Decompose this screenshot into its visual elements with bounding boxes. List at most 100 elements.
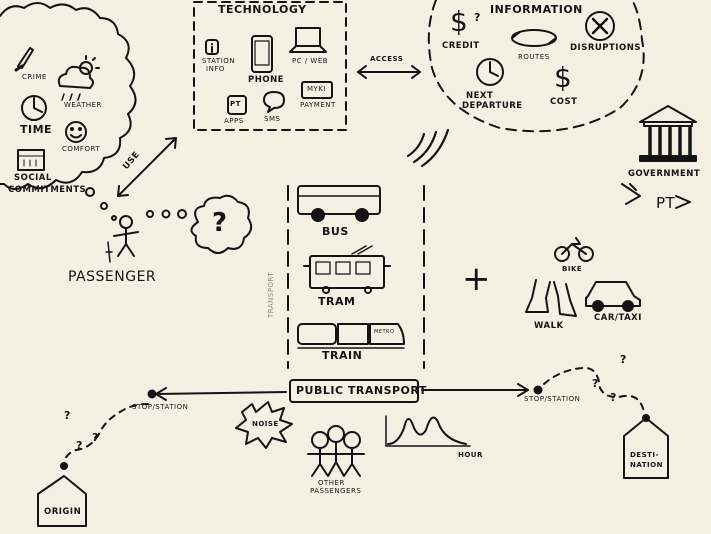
disruptions-icon xyxy=(585,11,615,41)
thinking-dot xyxy=(177,209,187,219)
train-icon xyxy=(297,323,405,349)
destination-path xyxy=(543,366,645,413)
next-departure-label-line1: NEXT xyxy=(466,91,494,101)
phone-icon xyxy=(251,35,273,73)
weather-label: WEATHER xyxy=(64,101,102,109)
walk-icon xyxy=(525,279,577,317)
routes-label: ROUTES xyxy=(518,53,550,61)
car-taxi-label: CAR/TAXI xyxy=(594,313,642,323)
other-passengers-label-line1: OTHER xyxy=(318,479,345,487)
comfort-icon xyxy=(65,121,87,143)
access-label: ACCESS xyxy=(370,55,404,63)
technology-box xyxy=(193,1,347,131)
transport-side-label: TRANSPORT xyxy=(267,271,275,318)
station-info-label-line1: STATION xyxy=(202,57,236,65)
use-arrow xyxy=(117,137,177,197)
pt-app-icon xyxy=(227,95,247,115)
train-label: TRAIN xyxy=(322,349,363,362)
next-departure-label-line2: DEPARTURE xyxy=(462,101,523,111)
destination-question-mark: ? xyxy=(592,377,599,390)
credit-dollar-icon: $ xyxy=(450,5,469,38)
other-passengers-figure xyxy=(307,425,365,477)
plus-sign: + xyxy=(462,259,491,299)
social-label-line2: COMMITMENTS xyxy=(8,185,87,195)
destination-house xyxy=(623,417,669,479)
sms-label: SMS xyxy=(264,115,281,123)
public-transport-label: PUBLIC TRANSPORT xyxy=(296,384,427,397)
origin-question-mark: ? xyxy=(92,431,99,444)
tram-label: TRAM xyxy=(318,295,356,308)
pc-web-label: PC / WEB xyxy=(292,57,329,65)
origin-path xyxy=(63,403,149,467)
social-label-line1: SOCIAL xyxy=(14,173,52,183)
credit-label: CREDIT xyxy=(442,41,480,51)
payment-label: PAYMENT xyxy=(300,101,336,109)
origin-house xyxy=(37,475,87,527)
public-transport-box xyxy=(289,379,419,403)
origin-label: ORIGIN xyxy=(44,507,82,517)
destination-label-line2: NATION xyxy=(630,461,663,469)
question-mark: ? xyxy=(212,208,228,238)
pt-label: PT xyxy=(656,194,676,212)
departure-clock-icon xyxy=(476,58,504,86)
myki-label: MYKI xyxy=(307,85,326,93)
weather-icon xyxy=(57,55,100,101)
laptop-icon xyxy=(289,27,327,53)
destination-question-mark: ? xyxy=(610,391,617,404)
bike-icon xyxy=(554,237,594,262)
phone-label: PHONE xyxy=(248,75,284,85)
myki-card-icon xyxy=(301,81,333,99)
apps-label: APPS xyxy=(224,117,244,125)
passenger-label: PASSENGER xyxy=(68,269,157,285)
knife-icon xyxy=(14,47,34,72)
sms-icon xyxy=(263,91,285,113)
station-info-label-line2: INFO xyxy=(206,65,225,73)
thought-cloud xyxy=(0,2,137,190)
other-passengers-label-line2: PASSENGERS xyxy=(310,487,362,495)
origin-question-mark: ? xyxy=(64,409,71,422)
walk-label: WALK xyxy=(534,321,564,331)
thinking-dot xyxy=(161,209,171,219)
metro-label: METRO xyxy=(374,329,395,335)
signal-waves-icon xyxy=(406,128,450,168)
bus-label: BUS xyxy=(322,225,349,238)
tram-icon xyxy=(303,245,391,294)
pt-arrow-icon xyxy=(621,183,691,209)
cost-dollar-icon: $ xyxy=(554,61,573,94)
origin-question-mark: ? xyxy=(76,439,83,452)
clock-icon xyxy=(21,95,47,121)
bike-label: BIKE xyxy=(562,265,583,273)
info-icon xyxy=(205,39,219,55)
destination-question-mark: ? xyxy=(620,353,627,366)
crime-label: CRIME xyxy=(22,73,47,81)
technology-title: TECHNOLOGY xyxy=(218,3,307,16)
bus-icon xyxy=(297,185,381,222)
thought-dot xyxy=(85,187,95,197)
journey-line xyxy=(155,383,529,401)
stop-dot xyxy=(533,385,543,395)
cost-label: COST xyxy=(550,97,578,107)
comfort-label: COMFORT xyxy=(62,145,101,153)
stop-station-label-right: STOP/STATION xyxy=(524,395,581,403)
credit-question-mark: ? xyxy=(474,11,481,24)
thought-dot xyxy=(111,215,117,221)
thinking-dot xyxy=(146,210,154,218)
noise-burst xyxy=(235,401,293,449)
question-cloud xyxy=(190,194,253,254)
routes-icon xyxy=(511,29,557,47)
passenger-figure xyxy=(105,215,139,263)
information-circle xyxy=(427,0,645,133)
destination-label-line1: DESTI- xyxy=(630,451,659,459)
stop-station-label-left: STOP/STATION xyxy=(132,403,189,411)
hour-label: HOUR xyxy=(458,451,483,459)
government-label: GOVERNMENT xyxy=(628,169,701,179)
government-building-icon xyxy=(639,105,697,162)
thought-dot xyxy=(100,202,108,210)
disruptions-label: DISRUPTIONS xyxy=(570,43,641,53)
noise-label: NOISE xyxy=(252,420,279,428)
origin-dot xyxy=(60,462,68,470)
time-label: TIME xyxy=(20,123,53,136)
access-arrow xyxy=(357,65,421,79)
stop-dot xyxy=(147,389,157,399)
